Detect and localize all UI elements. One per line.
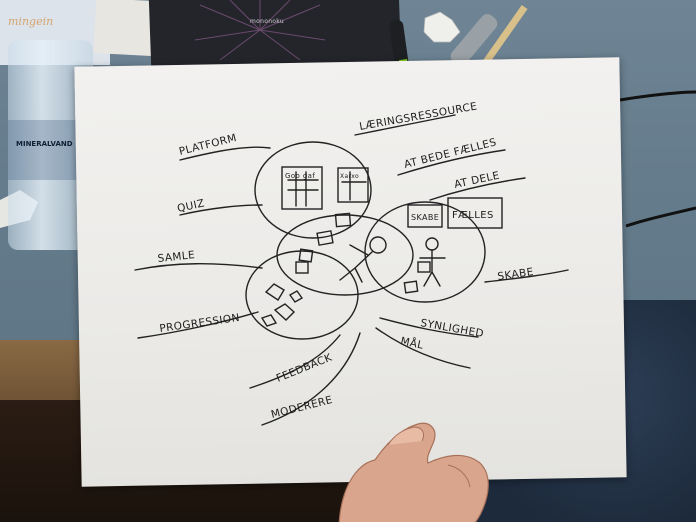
center-lobe [276, 214, 414, 296]
network-scribble [260, 283, 304, 327]
branch-samle [134, 263, 263, 271]
brochure-text: mingein [8, 15, 54, 28]
label-moderere: MODERERE [270, 394, 334, 421]
branch-at-dele [429, 177, 526, 201]
bottle-label-text: MINERALVAND [16, 140, 73, 148]
branch-synlighed [379, 317, 479, 338]
grey-marker [450, 14, 498, 66]
label-at-dele: AT DELE [453, 170, 501, 191]
label-samle: SAMLE [157, 249, 196, 265]
board-label-1: Goo gaf [285, 172, 315, 180]
branch-feedback [249, 334, 341, 389]
board-left [281, 166, 323, 210]
label-feedback: FEEDBACK [275, 351, 335, 385]
crumpled-paper [423, 11, 461, 43]
branch-maal [375, 327, 471, 369]
skabe-box [407, 204, 443, 228]
pencil [478, 4, 528, 71]
label-progression: PROGRESSION [159, 312, 241, 335]
label-laeringsressource: LÆRINGSRESSOURCE [358, 100, 478, 133]
label-skabe: SKABE [497, 266, 535, 283]
box-label-skabe: SKABE [411, 213, 439, 222]
faelles-box [447, 197, 503, 229]
label-maal: MÅL [399, 334, 424, 352]
holding-hand [338, 422, 489, 522]
branch-skabe [484, 269, 569, 283]
board-label-2: Xarxo [340, 173, 359, 180]
branch-at-bede-faelles [397, 149, 506, 176]
label-synlighed: SYNLIGHED [419, 317, 484, 340]
branch-laeringsressource [354, 114, 456, 136]
top-lobe [254, 141, 372, 239]
right-lobe [364, 201, 486, 303]
branch-platform [179, 146, 271, 161]
book-text: mononoku [250, 18, 284, 25]
label-quiz: QUIZ [176, 197, 206, 215]
box-label-faelles: FÆLLES [452, 210, 494, 221]
board-right [337, 167, 369, 203]
book-starburst-pattern [194, 0, 326, 60]
branch-progression [137, 311, 259, 339]
cable [619, 90, 696, 228]
branch-moderere [261, 332, 361, 426]
branch-quiz [179, 204, 263, 216]
